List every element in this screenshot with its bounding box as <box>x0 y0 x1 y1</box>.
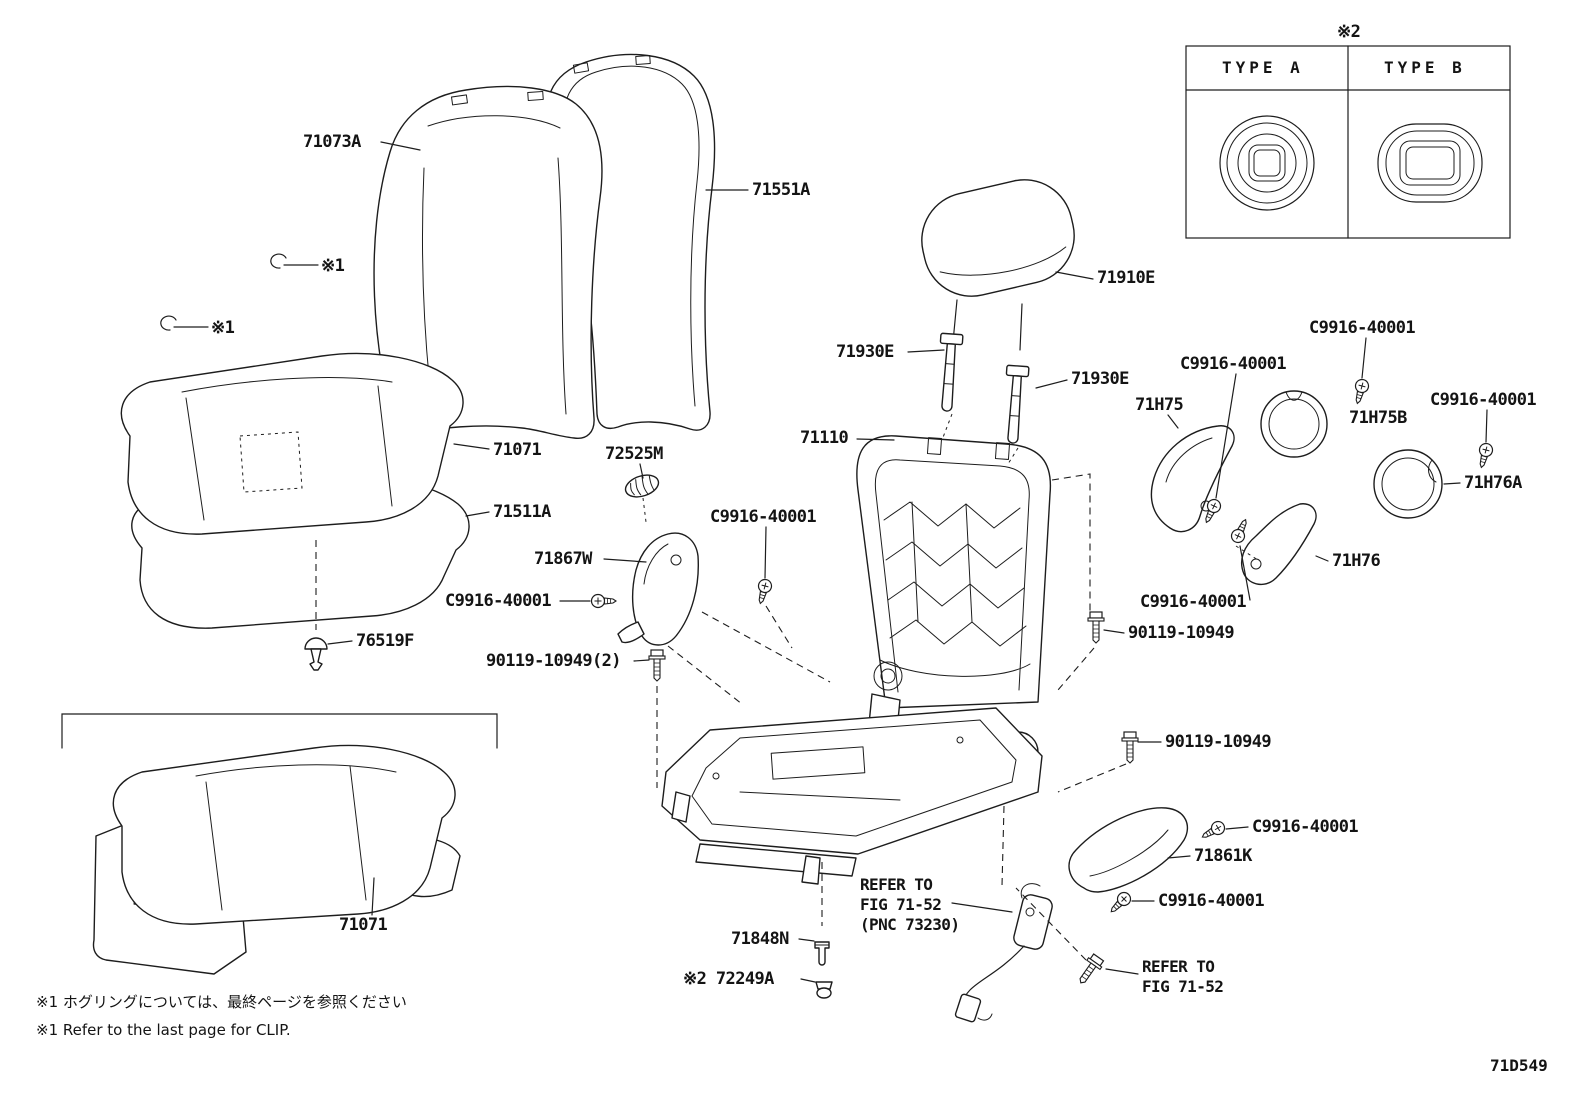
headrest-support-right-drawing <box>1005 364 1030 444</box>
seat-frame-drawing <box>661 435 1052 885</box>
part-label-cover-h76a: 71H76A <box>1464 473 1522 493</box>
part-label-bolt-848: 71848N <box>731 929 789 949</box>
part-label-screw-h76: C9916-40001 <box>1140 592 1247 612</box>
part-label-frame: 71110 <box>800 428 849 448</box>
cushion-drawing <box>120 352 464 535</box>
type-table-marker: ※2 <box>1337 22 1361 42</box>
part-label-back-cover: 71073A <box>303 132 361 152</box>
refer-note-buckle: REFER TO FIG 71-52 (PNC 73230) <box>860 875 960 935</box>
nut-249-number: 72249A <box>715 969 774 989</box>
part-label-screw-h75: C9916-40001 <box>1180 354 1287 374</box>
bolt-icon <box>1073 952 1106 989</box>
seat-back-cover-drawing <box>373 85 603 439</box>
bracket-h76-drawing <box>1240 503 1317 585</box>
part-label-cover-h75b: 71H75B <box>1349 408 1407 428</box>
part-label-cushion: 71071 <box>493 440 542 460</box>
footnote-japanese: ※1 ホグリングについては、最終ページを参照ください <box>36 993 407 1011</box>
part-label-screw-shield-lower: C9916-40001 <box>445 591 552 611</box>
bolt-icon <box>1121 731 1139 764</box>
clip-marker-1: ※1 <box>321 256 345 276</box>
screw-icon <box>1474 441 1495 470</box>
refer-note-buckle-line3: (PNC 73230) <box>860 915 960 934</box>
part-label-screw-h76a: C9916-40001 <box>1430 390 1537 410</box>
part-label-screw-61k-upper: C9916-40001 <box>1252 817 1359 837</box>
part-label-bolt-right-upper: 90119-10949 <box>1128 623 1235 643</box>
bolt-icon <box>648 649 666 682</box>
figure-code: 71D549 <box>1490 1056 1548 1075</box>
cushion-bottom-drawing <box>61 713 498 975</box>
clip-drawing <box>304 540 328 671</box>
part-label-bolt-front: 90119-10949(2) <box>486 651 621 671</box>
footnote-english: ※1 Refer to the last page for CLIP. <box>36 1021 291 1039</box>
cap-drawing <box>624 474 660 498</box>
bolt-icon <box>1087 611 1105 644</box>
leader-lines <box>327 141 1488 983</box>
shield-outer-drawing <box>1068 807 1189 893</box>
screw-icon <box>590 593 617 609</box>
headrest-support-left-drawing <box>939 332 964 412</box>
part-label-shield-inner: 71867W <box>534 549 592 569</box>
shield-inner-drawing <box>617 532 700 646</box>
hook-ring-icon <box>160 253 319 331</box>
screw-icon <box>1198 818 1228 844</box>
bracket-h75-drawing <box>1150 425 1235 533</box>
refer-note-anchor-line2: FIG 71-52 <box>1142 977 1224 996</box>
part-label-cushion-bottom: 71071 <box>339 915 388 935</box>
screw-icon <box>1350 377 1371 406</box>
part-label-headrest-support-right: 71930E <box>1071 369 1129 389</box>
nut-249-marker: ※2 <box>683 969 707 989</box>
buckle-drawing <box>954 883 1053 1023</box>
screw-icon <box>1106 889 1134 917</box>
type-b-header: TYPE B <box>1384 58 1466 77</box>
part-label-clip: 76519F <box>356 631 414 651</box>
part-label-headrest: 71910E <box>1097 268 1155 288</box>
part-label-cap: 72525M <box>605 444 663 464</box>
refer-note-buckle-line1: REFER TO <box>860 875 933 894</box>
part-label-screw-61k-lower: C9916-40001 <box>1158 891 1265 911</box>
part-label-screw-top: C9916-40001 <box>1309 318 1416 338</box>
part-label-headrest-support-left: 71930E <box>836 342 894 362</box>
part-label-cushion-pad: 71511A <box>493 502 551 522</box>
type-table-drawing <box>1185 45 1511 239</box>
refer-note-anchor-line1: REFER TO <box>1142 957 1215 976</box>
part-label-bolt-right-lower: 90119-10949 <box>1165 732 1272 752</box>
part-label-back-pad: 71551A <box>752 180 810 200</box>
clip-marker-2: ※1 <box>211 318 235 338</box>
refer-note-buckle-line2: FIG 71-52 <box>860 895 942 914</box>
screw-icon <box>753 577 774 606</box>
part-label-bracket-h75: 71H75 <box>1135 395 1184 415</box>
headrest-drawing <box>921 179 1075 351</box>
part-label-bracket-h76: 71H76 <box>1332 551 1381 571</box>
nut-249-drawing <box>815 981 833 999</box>
cover-h76a-drawing <box>1373 449 1443 519</box>
screw-icon <box>1228 516 1253 546</box>
part-label-shield-outer: 71861K <box>1194 846 1252 866</box>
part-label-nut-249: ※2 72249A <box>683 971 774 988</box>
cover-h75b-drawing <box>1260 390 1328 458</box>
part-label-screw-shield-upper: C9916-40001 <box>710 507 817 527</box>
refer-note-anchor: REFER TO FIG 71-52 <box>1142 957 1224 997</box>
dashed-assembly-lines <box>642 413 1259 961</box>
bolt-848-drawing <box>814 941 830 966</box>
type-a-header: TYPE A <box>1222 58 1304 77</box>
